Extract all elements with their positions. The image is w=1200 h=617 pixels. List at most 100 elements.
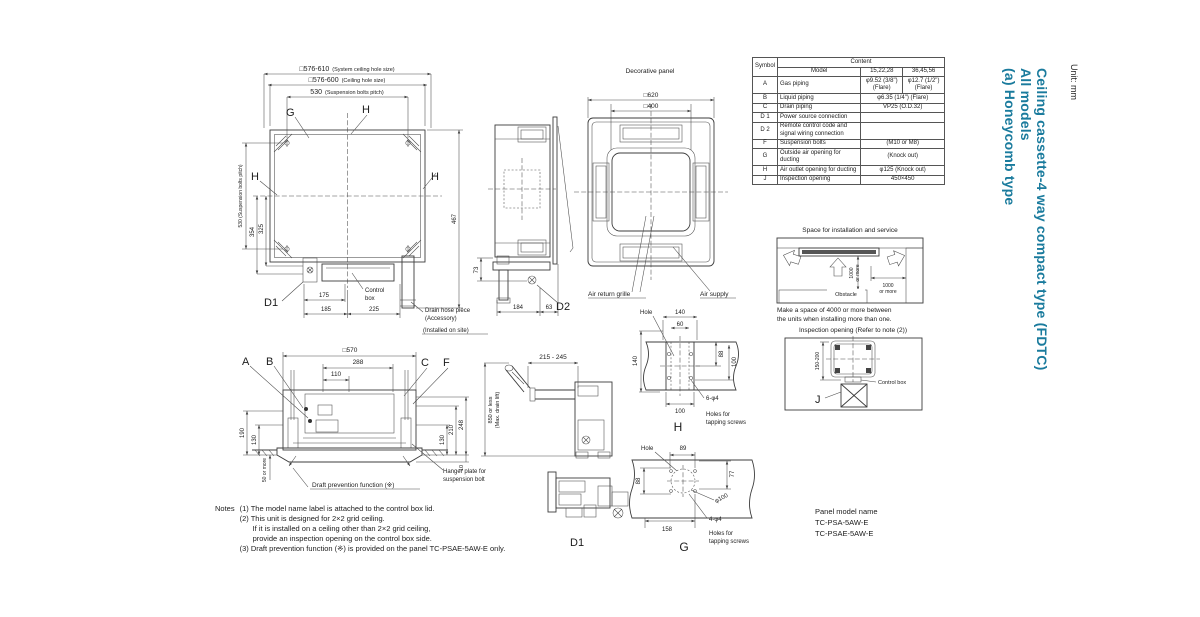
row-symbol: H [751,165,779,176]
row-value: (Knock out) [860,148,945,166]
table-row: H Air outlet opening for ducting φ125 (K… [751,165,945,176]
decorative-panel-title: Decorative panel [626,68,675,75]
clearance-v-1: 1000 [849,267,855,278]
dim-63: 63 [546,305,553,311]
row-desc: Outside air opening for ducting [777,148,862,166]
dim-88-right: 88 [719,350,725,357]
label-J: J [815,394,821,406]
label-D1-detail: D1 [570,537,584,549]
hanger-plate-label-2: suspension bolt [443,477,485,483]
drain-hose-label-3: (Installed on site) [423,328,469,334]
label-G-detail: G [679,540,688,554]
dim-110: 110 [331,371,342,378]
clearance-v-2: or more [855,264,861,281]
spec-table-model-header: Model [777,66,862,77]
dim-ceiling-hole-value: □576-600 [309,77,339,84]
dim-354: 354 [250,226,256,237]
row-value: φ125 (Knock out) [860,165,945,176]
drain-hose-label-2: (Accessory) [425,316,457,322]
row-value: VP25 (O.D.32) [860,102,945,113]
row-desc: Suspension bolts [777,138,862,149]
dim-185: 185 [321,307,332,313]
draft-prevention-label: Draft prevention function (※) [312,482,394,489]
inspection-opening-diagram: Inspection opening (Refer to note (2)) 1… [784,327,923,411]
dim-60: 60 [677,322,684,328]
dim-620: □620 [644,92,659,99]
drain-lift-diagram: 215 - 245 850 or less (Max. drain lift) [481,354,613,459]
side-view: 73 184 63 D2 [474,116,574,316]
dim-184: 184 [513,305,524,311]
label-C: C [421,357,429,369]
dim-73: 73 [474,266,480,273]
row-symbol: D 1 [751,112,779,123]
row-value [860,121,945,140]
label-H-top: H [362,104,370,116]
dim-570: □570 [343,347,358,354]
front-view: □570 288 110 A B C F 190 130 50 or more [240,347,486,490]
row-desc: Gas piping [777,76,862,94]
label-D1: D1 [264,297,278,309]
dim-max-drain-lift: (Max. drain lift) [495,392,501,429]
hanger-plate-label-1: Hanger plate for [443,469,486,475]
table-row: D 1 Power source connection [751,112,945,123]
install-space-title: Space for installation and service [802,227,898,234]
note-3: (3) Draft prevention function (※) is pro… [239,544,506,553]
dim-215-245: 215 - 245 [539,354,567,361]
dim-130-right: 130 [440,434,446,445]
row-desc: Remote control code and signal wiring co… [777,121,862,140]
note-1: (1) The model name label is attached to … [239,504,435,513]
spec-table-col2-header: 36,45,56 [902,66,945,77]
dim-158: 158 [662,527,673,533]
inspection-opening-box [840,383,868,408]
dim-850-or-less: 850 or less [488,396,494,423]
label-D2: D2 [556,301,570,313]
dim-130-left: 130 [252,434,258,445]
row-value: φ6.35 (1/4") (Flare) [860,93,945,104]
panel-model-1: TC-PSA-5AW-E [815,518,869,527]
hole-g-screws-2: Holes for [709,531,733,537]
unit-bar [798,247,880,257]
page-title-line-2: All models [1018,68,1034,141]
dim-190: 190 [240,427,246,438]
dim-325: 325 [259,223,265,234]
clearance-h-2: or more [879,289,896,295]
control-box-label-1: Control [365,288,384,294]
label-A: A [242,356,250,368]
dim-bolt-pitch: 530(Suspension bolts pitch) [310,89,384,96]
clearance-h-1: 1000 [882,283,893,289]
label-F: F [443,357,450,369]
table-row: D 2 Remote control code and signal wirin… [751,121,945,140]
dim-77: 77 [730,470,736,477]
dim-140-left: 140 [633,355,639,366]
dim-bolt-pitch-value: 530 [310,89,322,96]
row-desc: Inspection opening [777,174,862,185]
row-value: 450×450 [860,174,945,185]
spec-table: Symbol Content Model 15,22,28 36,45,56 A… [751,57,945,185]
inspection-control-box-label: Control box [878,380,906,386]
hole-h-detail: Hole 140 60 88 100 140 100 6-φ4 Holes fo… [633,310,746,434]
label-G: G [286,107,295,119]
airflow-arrow-left [783,249,802,267]
install-space-caption-2: the units when installing more than one. [777,316,892,323]
row-symbol: A [751,76,779,94]
table-row: G Outside air opening for ducting (Knock… [751,148,945,166]
hole-h-screws-2: Holes for [706,412,730,418]
hole-g-hole-label: Hole [641,446,654,452]
note-2b: If it is installed on a ceiling other th… [252,524,431,533]
row-value [860,112,945,123]
row-desc: Liquid piping [777,93,862,104]
hole-h-hole-label: Hole [640,310,653,316]
d1-detail-view: D1 [547,471,629,549]
dim-288: 288 [353,359,364,366]
note-2: (2) This unit is designed for 2×2 grid c… [239,514,385,523]
row-symbol: G [751,148,779,166]
dim-system-hole-note: (System ceiling hole size) [332,67,395,73]
top-plan-view: □576-610(System ceiling hole size) □576-… [238,66,488,335]
row-symbol: F [751,138,779,149]
dim-150-200: 150-200 [815,352,821,371]
hole-h-screws-3: tapping screws [706,420,746,426]
row-symbol: J [751,174,779,185]
inspection-title: Inspection opening (Refer to note (2)) [799,327,907,334]
spec-table-content-header: Content [777,57,945,68]
